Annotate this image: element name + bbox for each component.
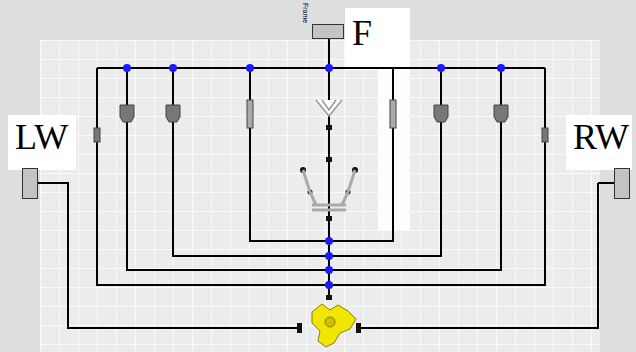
terminal-box: FFrame xyxy=(312,24,344,39)
part-label: F xyxy=(349,13,375,53)
part-label: LW xyxy=(12,117,71,157)
part-label: RW xyxy=(570,117,632,157)
part-sublabel: Frame xyxy=(302,3,309,23)
terminal-box: LW xyxy=(22,168,38,199)
terminal-box: RW xyxy=(614,168,630,199)
